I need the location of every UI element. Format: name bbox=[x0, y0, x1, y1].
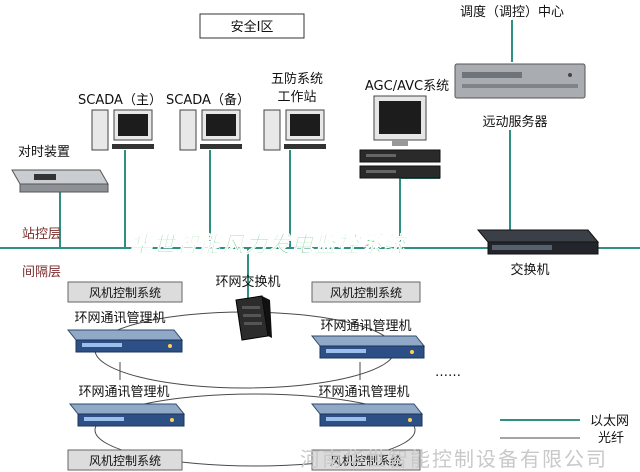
scada-backup-label: SCADA（备） bbox=[166, 92, 250, 108]
ring-manager-device-icon bbox=[68, 403, 186, 427]
legend-ethernet-label: 以太网 bbox=[590, 414, 629, 429]
ring-switch-label: 环网交换机 bbox=[215, 274, 280, 290]
ring-manager-device-icon bbox=[66, 329, 184, 353]
agc-avc-label: AGC/AVC系统 bbox=[365, 79, 449, 94]
turbine-control-box-bottom-right: 风机控制系统 bbox=[311, 449, 421, 471]
system-title-banner: 华世智能风力发电监控系统 bbox=[130, 232, 409, 258]
time-sync-label: 对时装置 bbox=[18, 145, 70, 160]
ring-manager-label: 环网通讯管理机 bbox=[318, 385, 409, 400]
turbine-control-box-top-right: 风机控制系统 bbox=[311, 281, 421, 303]
security-zone-box: 安全I区 bbox=[199, 13, 305, 39]
switch-label: 交换机 bbox=[510, 262, 549, 278]
bay-layer-label: 间隔层 bbox=[22, 265, 61, 280]
ring-switch-icon bbox=[235, 295, 272, 341]
switch-icon bbox=[476, 229, 600, 255]
turbine-control-label: 风机控制系统 bbox=[330, 454, 402, 468]
turbine-control-label: 风机控制系统 bbox=[330, 286, 402, 300]
time-sync-device-icon bbox=[11, 169, 109, 193]
scada-backup-computer-icon bbox=[179, 109, 242, 151]
turbine-control-label: 风机控制系统 bbox=[89, 286, 161, 300]
five-prevention-computer-icon bbox=[263, 109, 326, 151]
remote-server-icon bbox=[454, 63, 586, 99]
security-zone-label: 安全I区 bbox=[231, 19, 274, 35]
turbine-control-box-top-left: 风机控制系统 bbox=[67, 281, 183, 303]
more-nodes-ellipsis: …… bbox=[435, 365, 461, 380]
watermark: 河南华世智能控制设备有限公司 bbox=[300, 447, 608, 471]
ring-manager-device-icon bbox=[310, 403, 424, 427]
agc-avc-system-icon bbox=[359, 95, 441, 179]
five-prevention-label-line2: 工作站 bbox=[277, 90, 316, 105]
legend-fiber-label: 光纤 bbox=[598, 431, 624, 446]
scada-main-computer-icon bbox=[91, 109, 154, 151]
scada-main-label: SCADA（主） bbox=[78, 93, 162, 108]
ring-manager-device-icon bbox=[310, 335, 426, 359]
ethernet-connections bbox=[0, 20, 640, 300]
ring-manager-label: 环网通讯管理机 bbox=[78, 385, 169, 400]
station-layer-label: 站控层 bbox=[22, 227, 61, 242]
dispatch-center-label: 调度（调控）中心 bbox=[460, 4, 564, 20]
legend: 以太网 光纤 bbox=[500, 414, 629, 446]
turbine-control-label: 风机控制系统 bbox=[89, 454, 161, 468]
five-prevention-label-line1: 五防系统 bbox=[271, 71, 323, 87]
ring-manager-label: 环网通讯管理机 bbox=[74, 311, 165, 326]
remote-server-label: 远动服务器 bbox=[482, 114, 547, 130]
turbine-control-box-bottom-left: 风机控制系统 bbox=[67, 449, 183, 471]
ring-manager-label: 环网通讯管理机 bbox=[320, 319, 411, 334]
